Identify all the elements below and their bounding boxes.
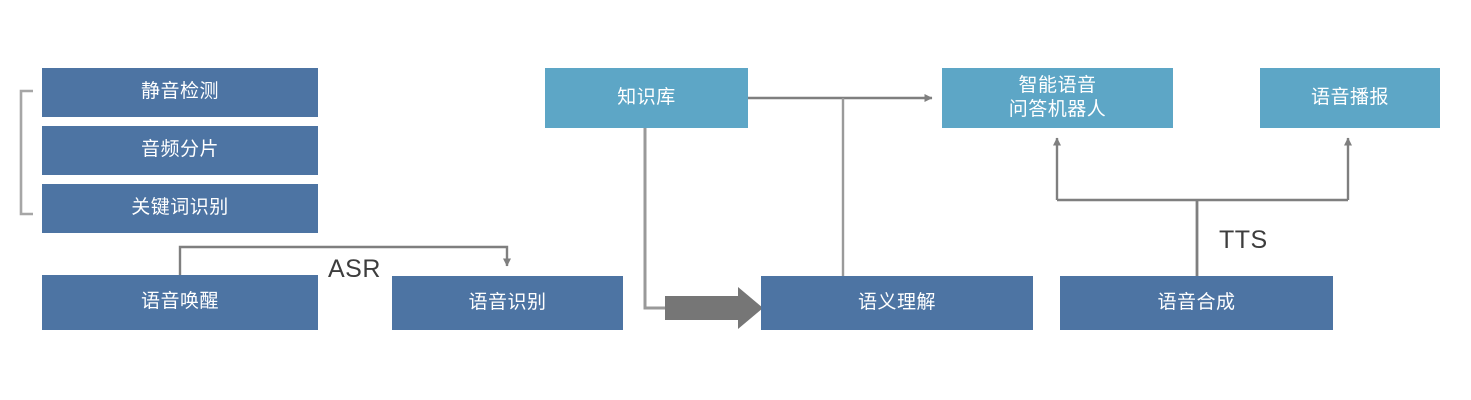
node-qa-robot[interactable]: 智能语音 问答机器人 <box>942 68 1173 128</box>
edge-tts-bus <box>1053 137 1352 276</box>
node-knowledge-base[interactable]: 知识库 <box>545 68 748 128</box>
node-keyword-spotting[interactable]: 关键词识别 <box>42 184 318 233</box>
edge-label-asr: ASR <box>328 255 381 283</box>
node-semantic-understanding[interactable]: 语义理解 <box>761 276 1033 330</box>
node-voice-wakeup[interactable]: 语音唤醒 <box>42 275 318 330</box>
edge-thick-to-semantic <box>665 287 763 329</box>
grouping-bracket <box>19 89 33 216</box>
edge-knowledge-down <box>643 128 676 310</box>
node-audio-segmentation[interactable]: 音频分片 <box>42 126 318 175</box>
node-speech-recognition[interactable]: 语音识别 <box>392 276 623 330</box>
node-voice-broadcast[interactable]: 语音播报 <box>1260 68 1440 128</box>
node-silence-detection[interactable]: 静音检测 <box>42 68 318 117</box>
edge-label-tts: TTS <box>1219 226 1268 254</box>
node-speech-synthesis[interactable]: 语音合成 <box>1060 276 1333 330</box>
